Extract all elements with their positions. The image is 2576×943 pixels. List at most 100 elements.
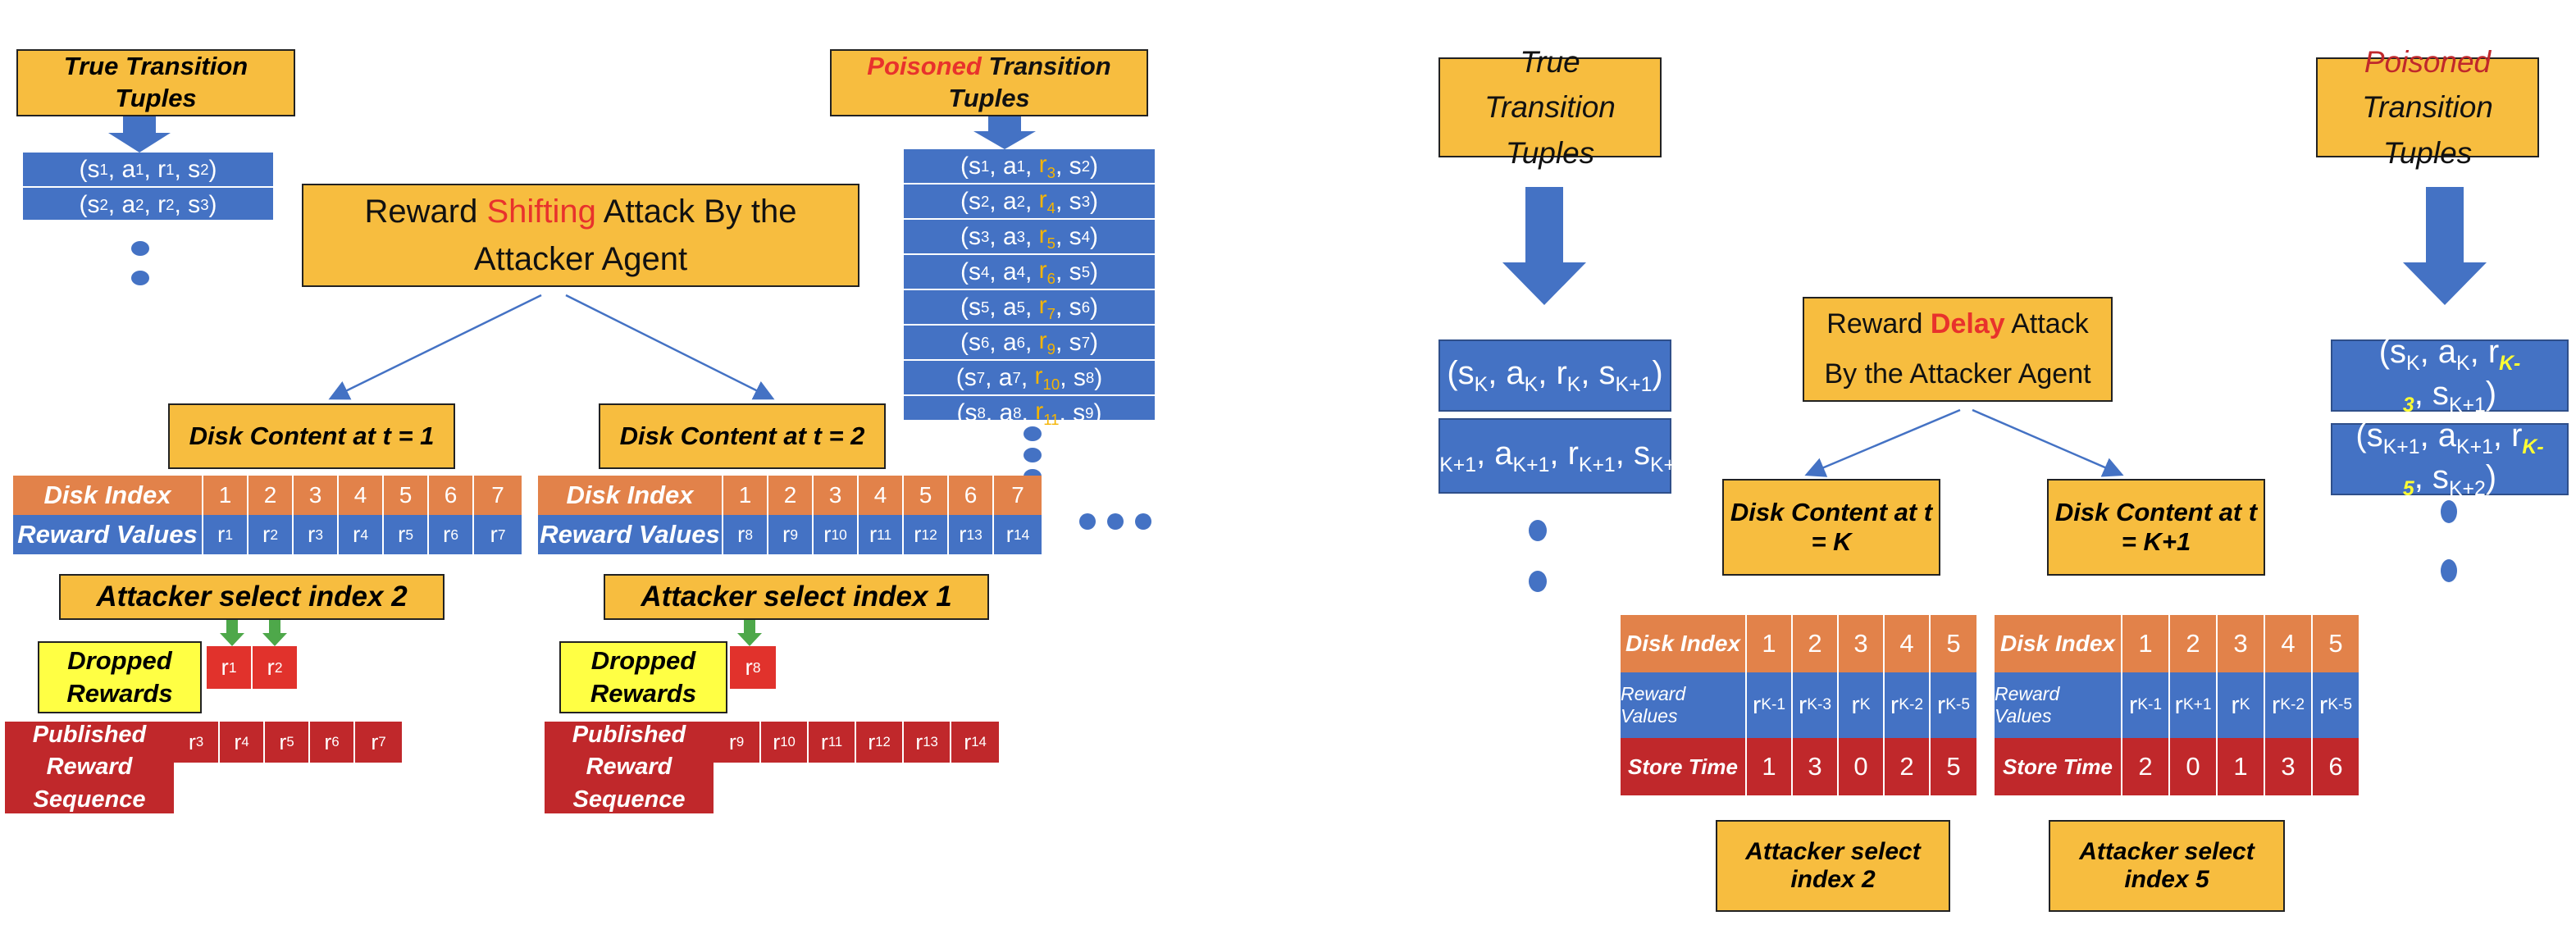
ellipsis-dot xyxy=(131,271,149,285)
true-tuples-arrow-left xyxy=(108,115,171,153)
reward-values-label: Reward Values xyxy=(13,515,203,554)
index-cell: 6 xyxy=(949,476,994,515)
index-cell: 4 xyxy=(339,476,384,515)
store-time-cell: 3 xyxy=(1793,738,1839,795)
drop-arrow-r2 xyxy=(262,619,287,646)
disk-index-row-t1: Disk Index 1 2 3 4 5 6 7 xyxy=(13,476,522,515)
index-cell: 4 xyxy=(859,476,904,515)
right-true-tuple-row: (sK+1, aK+1, rK+1, sK+2) xyxy=(1412,418,1698,494)
disk-index-label: Disk Index xyxy=(1621,615,1747,672)
index-cell: 5 xyxy=(2328,629,2343,658)
disk-index-label: Disk Index xyxy=(538,476,723,515)
ellipsis-dot xyxy=(1024,448,1042,462)
ellipsis-dot xyxy=(1024,426,1042,441)
attacker-select-t2: Attacker select index 1 xyxy=(604,574,989,620)
index-cell: 5 xyxy=(904,476,949,515)
ellipsis-dot xyxy=(2441,559,2457,582)
shifting-attack-title: Reward Shifting Attack By the Attacker A… xyxy=(302,184,859,287)
disk-content-t2-title: Disk Content at t = 2 xyxy=(599,403,886,469)
left-poisoned-tuples-title: Poisoned Transition Tuples xyxy=(830,49,1148,116)
index-cell: 1 xyxy=(1747,615,1793,672)
store-time-cell: 2 xyxy=(1885,738,1931,795)
index-cell: 3 xyxy=(2218,615,2265,672)
index-cell: 1 xyxy=(203,476,248,515)
ellipsis-dot xyxy=(1107,513,1124,530)
index-cell: 2 xyxy=(248,476,294,515)
dropped-rewards-label-t2: Dropped Rewards xyxy=(559,641,727,713)
index-cell: 7 xyxy=(1011,482,1024,508)
attacker-select-t1: Attacker select index 2 xyxy=(59,574,445,620)
store-time-cell: 5 xyxy=(1946,752,1961,781)
index-cell: 2 xyxy=(2170,615,2218,672)
ellipsis-dot xyxy=(1135,513,1151,530)
published-label-t1: Published Reward Sequence xyxy=(5,722,174,813)
store-time-cell: 6 xyxy=(2328,752,2343,781)
shift-arrow-t1 xyxy=(328,294,542,400)
store-time-label: Store Time xyxy=(1621,738,1747,795)
store-time-label: Store Time xyxy=(1995,738,2122,795)
ellipsis-dot xyxy=(131,241,149,256)
ellipsis-dot xyxy=(1079,513,1096,530)
disk-index-row-tk: Disk Index 1 2 3 4 5 xyxy=(1621,615,1976,672)
delay-arrow-tk1 xyxy=(1972,408,2124,477)
index-cell: 7 xyxy=(491,482,504,508)
drop-arrow-r1 xyxy=(220,619,244,646)
disk-content-tk-title: Disk Content at t = K xyxy=(1722,479,1940,576)
delay-attack-title: Reward Delay Attack By the Attacker Agen… xyxy=(1803,297,2113,402)
shift-arrow-t2 xyxy=(565,294,775,400)
reward-values-label: Reward Values xyxy=(1995,672,2122,738)
disk-index-row-t2: Disk Index 1 2 3 4 5 6 7 xyxy=(538,476,1042,515)
poisoned-tuples-arrow-right xyxy=(2403,187,2487,305)
index-cell: 3 xyxy=(814,476,859,515)
index-cell: 4 xyxy=(1885,615,1931,672)
right-true-tuple-row: (sK, aK, rK, sK+1) xyxy=(1438,339,1671,412)
index-cell: 1 xyxy=(2122,615,2170,672)
index-cell: 2 xyxy=(1793,615,1839,672)
right-poisoned-tuples-title: Poisoned Transition Tuples xyxy=(2316,45,2539,170)
ellipsis-dot xyxy=(2441,500,2457,523)
delay-arrow-tk xyxy=(1804,408,1961,477)
disk-content-tk1-title: Disk Content at t = K+1 xyxy=(2047,479,2265,576)
store-time-cell: 0 xyxy=(1839,738,1885,795)
right-poisoned-tuple-row: (sK+1, aK+1, rK-5, sK+2) xyxy=(2331,417,2569,500)
index-cell: 5 xyxy=(1946,629,1961,658)
